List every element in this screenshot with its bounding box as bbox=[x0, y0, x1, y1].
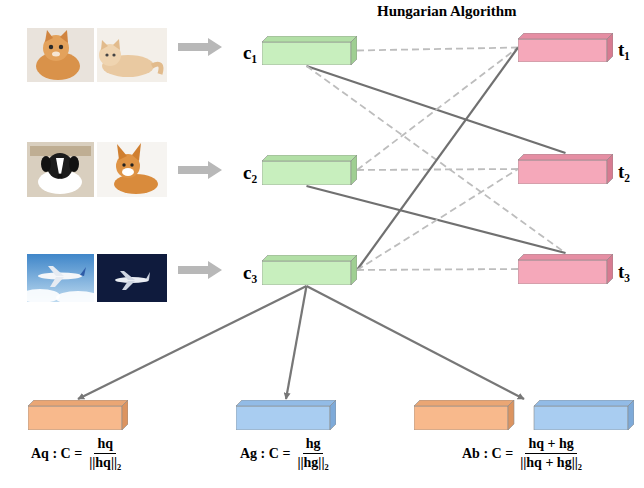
candidate-line bbox=[357, 48, 518, 171]
dog-photo bbox=[97, 142, 167, 197]
cluster-box: c₃ bbox=[262, 255, 357, 285]
cuboid-face bbox=[607, 154, 613, 184]
fraction: hq + hg||hq + hg||₂ bbox=[517, 436, 585, 471]
cuboid-shape bbox=[518, 254, 613, 284]
formula: Aq : C =hq||hq||₂ bbox=[31, 436, 124, 471]
cuboid-face bbox=[518, 260, 607, 284]
input-arrow bbox=[178, 161, 222, 179]
cat-photo bbox=[97, 28, 167, 82]
input-arrow bbox=[178, 261, 222, 279]
box-label: c₁ bbox=[243, 43, 257, 62]
cuboid-face bbox=[628, 400, 634, 430]
formula-lhs: Ab : C = bbox=[462, 446, 513, 462]
cuboid-shape bbox=[518, 154, 613, 184]
candidate-line bbox=[357, 169, 518, 270]
cuboid-face bbox=[534, 400, 634, 406]
cuboid-face bbox=[330, 400, 336, 430]
cuboid-shape bbox=[262, 255, 357, 285]
cuboid-face bbox=[28, 406, 122, 430]
cuboid-face bbox=[262, 155, 357, 161]
input-arrow bbox=[178, 38, 222, 56]
target-box: t₂ bbox=[518, 154, 613, 184]
cuboid-face bbox=[236, 406, 330, 430]
cat-photo bbox=[27, 28, 94, 82]
cuboid-shape bbox=[236, 400, 336, 430]
cuboid-face bbox=[262, 255, 357, 261]
box-label: t₃ bbox=[618, 262, 630, 281]
cuboid-face bbox=[518, 160, 607, 184]
candidate-line bbox=[357, 269, 518, 270]
cuboid-face bbox=[262, 42, 351, 65]
formula-denominator: ||hq + hg||₂ bbox=[517, 454, 585, 471]
cuboid-shape bbox=[262, 36, 357, 65]
cuboid-face bbox=[262, 36, 357, 42]
cuboid-face bbox=[607, 33, 613, 62]
box-label: c₃ bbox=[243, 263, 257, 282]
cuboid-face bbox=[262, 261, 351, 285]
attention-box: Aq : C =hq||hq||₂ bbox=[28, 400, 128, 430]
formula-numerator: hg bbox=[303, 436, 324, 454]
cuboid-face bbox=[28, 400, 128, 406]
cuboid-shape bbox=[262, 155, 357, 185]
cuboid-face bbox=[508, 400, 514, 430]
formula: Ab : C =hq + hg||hq + hg||₂ bbox=[462, 436, 585, 471]
cuboid-face bbox=[351, 36, 357, 65]
formula-denominator: ||hq||₂ bbox=[86, 454, 124, 471]
cuboid-face bbox=[518, 254, 613, 260]
cuboid-shape bbox=[518, 33, 613, 62]
formula-numerator: hq + hg bbox=[525, 436, 576, 454]
cuboid-shape bbox=[28, 400, 128, 430]
cuboid-face bbox=[351, 255, 357, 285]
airplane-photo bbox=[97, 254, 167, 302]
cuboid-shape bbox=[414, 400, 634, 430]
candidate-line bbox=[307, 286, 525, 399]
diagram-title: Hungarian Algorithm bbox=[377, 3, 517, 20]
cuboid-face bbox=[518, 33, 613, 39]
matching-line bbox=[357, 48, 518, 271]
cuboid-face bbox=[122, 400, 128, 430]
box-label: c₂ bbox=[243, 163, 257, 182]
attention-box: Ag : C =hg||hg||₂ bbox=[236, 400, 336, 430]
cuboid-face bbox=[518, 154, 613, 160]
cuboid-face bbox=[607, 254, 613, 284]
cuboid-face bbox=[236, 400, 336, 406]
cluster-box: c₁ bbox=[262, 36, 357, 65]
cuboid-face bbox=[351, 155, 357, 185]
cuboid-face bbox=[534, 406, 628, 430]
box-label: t₁ bbox=[618, 40, 630, 59]
candidate-line bbox=[357, 169, 518, 170]
airplane-photo bbox=[20, 254, 100, 305]
box-label: t₂ bbox=[618, 162, 630, 181]
dog-photo bbox=[27, 142, 94, 197]
candidate-line bbox=[286, 286, 307, 399]
fraction: hg||hg||₂ bbox=[294, 436, 331, 471]
candidate-line bbox=[357, 48, 518, 51]
formula-numerator: hq bbox=[94, 436, 116, 454]
formula-denominator: ||hg||₂ bbox=[294, 454, 331, 471]
formula-lhs: Ag : C = bbox=[240, 446, 290, 462]
formula-lhs: Aq : C = bbox=[31, 446, 82, 462]
attention-box: Ab : C =hq + hg||hq + hg||₂ bbox=[414, 400, 634, 430]
fraction: hq||hq||₂ bbox=[86, 436, 124, 471]
formula: Ag : C =hg||hg||₂ bbox=[240, 436, 332, 471]
target-box: t₃ bbox=[518, 254, 613, 284]
cuboid-face bbox=[414, 406, 508, 430]
candidate-line bbox=[78, 286, 307, 399]
target-box: t₁ bbox=[518, 33, 613, 62]
cuboid-face bbox=[518, 39, 607, 62]
cluster-box: c₂ bbox=[262, 155, 357, 185]
cuboid-face bbox=[414, 400, 514, 406]
cuboid-face bbox=[262, 161, 351, 185]
